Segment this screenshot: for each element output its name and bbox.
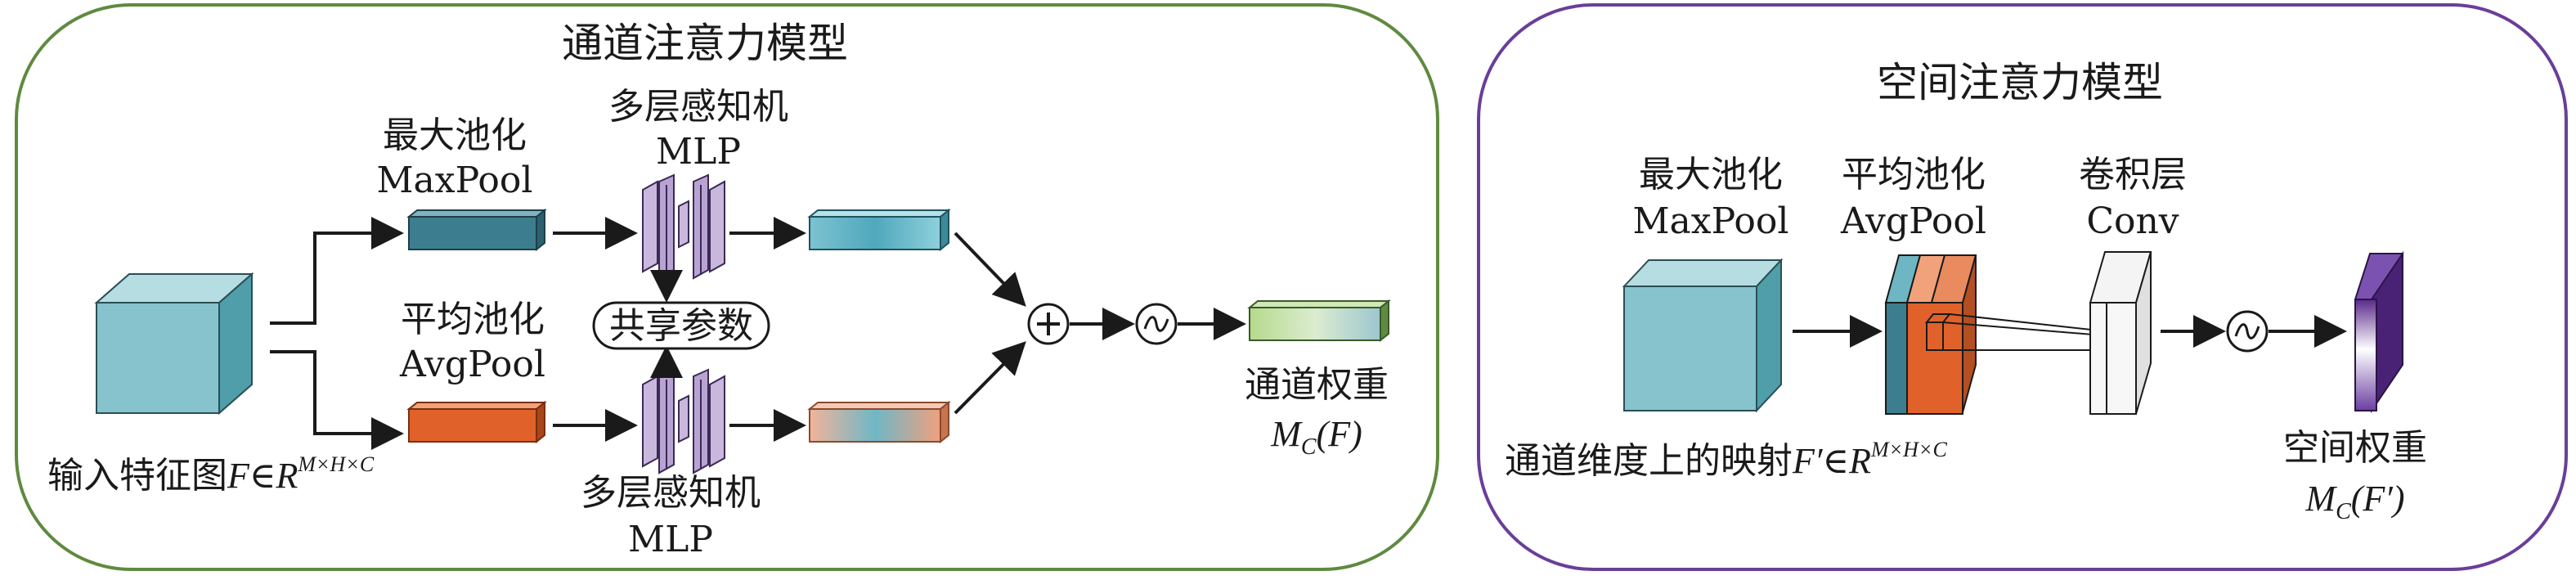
spatial-weight-label-cn: 空间权重	[2283, 427, 2427, 469]
spatial-attention-module: 空间注意力模型 最大池化 MaxPool 平均池化 AvgPool 卷积层 Co…	[1477, 3, 2568, 571]
spatial-module-title: 空间注意力模型	[1877, 59, 2163, 106]
arrow-bottom-to-sum	[954, 341, 1026, 415]
shared-params-label: 共享参数	[609, 305, 753, 347]
channel-weight-bar	[1247, 299, 1391, 343]
channel-weight-label-cn: 通道权重	[1245, 364, 1389, 406]
spatial-avgpool-label-en: AvgPool	[1840, 200, 1986, 242]
channel-maxpool-label-en: MaxPool	[377, 160, 533, 201]
mlp-bottom-output-bar	[807, 400, 951, 444]
shared-params-box	[592, 301, 770, 350]
mlp-bottom-label-en: MLP	[628, 519, 713, 560]
input-feature-label: 输入特征图F∈RM×H×C	[47, 452, 375, 497]
spatial-input-label: 通道维度上的映射F′∈RM×H×C	[1505, 438, 1947, 482]
sigmoid-node-channel	[1135, 303, 1178, 345]
spatial-module-border	[1477, 3, 2568, 571]
channel-module-title: 通道注意力模型	[562, 20, 848, 67]
spatial-weight-map	[2354, 250, 2404, 414]
channel-avgpool-label-en: AvgPool	[399, 344, 545, 385]
spatial-maxpool-label-en: MaxPool	[1633, 200, 1789, 242]
mlp-top-label-cn: 多层感知机	[608, 86, 788, 128]
channel-avgpool-label-cn: 平均池化	[401, 299, 545, 340]
mlp-bottom	[642, 368, 725, 474]
channel-maxpool-bar	[406, 208, 547, 252]
mlp-top-label-en: MLP	[656, 131, 741, 173]
spatial-input-cube	[1622, 258, 1784, 413]
channel-avgpool-bar	[406, 400, 547, 444]
conv-layer	[2089, 251, 2152, 415]
spatial-weight-label-math: MC(F′)	[2304, 479, 2404, 524]
split-connectors	[270, 217, 404, 450]
spatial-avgpool-label-cn: 平均池化	[1842, 154, 1986, 196]
channel-module-border	[15, 3, 1439, 571]
channel-attention-module: 通道注意力模型 输入特征图F∈RM×H×C 最大池化 MaxPool 平均池化 …	[15, 3, 1439, 571]
sigmoid-node-spatial	[2226, 310, 2269, 353]
sum-node	[1027, 303, 1070, 345]
mlp-bottom-label-cn: 多层感知机	[581, 472, 761, 514]
pooled-feature-maps	[1884, 254, 1977, 415]
channel-weight-label-math: MC(F)	[1270, 414, 1362, 460]
mlp-top-output-bar	[807, 208, 951, 252]
mlp-top	[642, 173, 725, 280]
conv-label-cn: 卷积层	[2079, 154, 2187, 196]
spatial-maxpool-label-cn: 最大池化	[1639, 154, 1783, 196]
input-feature-cube	[94, 272, 254, 416]
conv-label-en: Conv	[2086, 200, 2179, 242]
channel-maxpool-label-cn: 最大池化	[383, 115, 527, 156]
arrow-top-to-sum	[954, 232, 1026, 307]
